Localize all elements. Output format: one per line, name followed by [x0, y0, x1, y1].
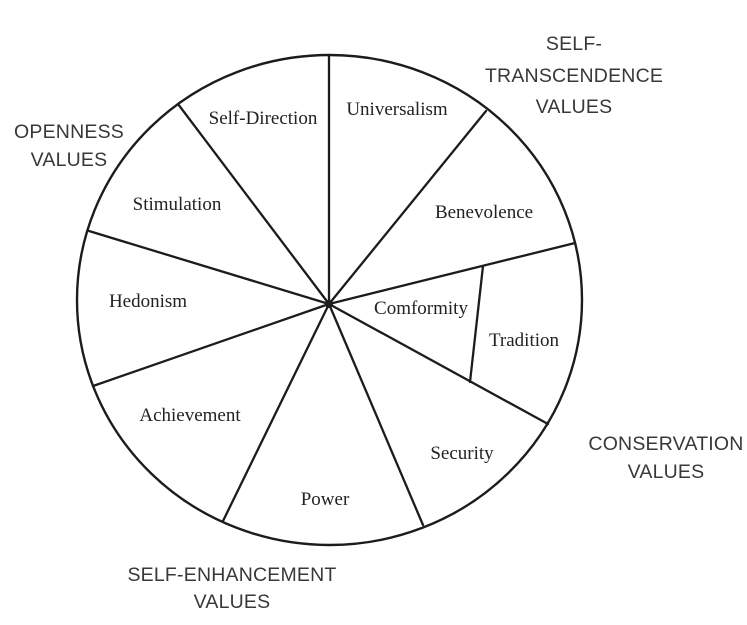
divider-achievement-hedonism — [91, 302, 331, 388]
group-label-self-transcendence-line1: SELF- — [546, 33, 602, 55]
divider-stimulation-selfdirection — [176, 102, 331, 306]
wedge-label-benevolence: Benevolence — [435, 202, 533, 223]
group-label-self-transcendence-line2: TRANSCENDENCE — [485, 65, 663, 87]
hub-dot — [325, 300, 333, 308]
divider-benevolence-comformity — [327, 241, 577, 306]
divider-comformity-security — [327, 302, 550, 426]
group-label-self-transcendence: SELF- TRANSCENDENCE VALUES — [485, 33, 663, 118]
divider-hedonism-stimulation — [87, 229, 331, 306]
wedge-label-power: Power — [301, 489, 350, 510]
group-label-self-enhancement-line2: VALUES — [194, 591, 271, 613]
group-label-conservation-line2: VALUES — [628, 461, 705, 483]
wedge-label-hedonism: Hedonism — [109, 291, 187, 312]
group-label-conservation-line1: CONSERVATION — [588, 433, 743, 455]
wedge-label-self-direction: Self-Direction — [209, 108, 318, 129]
wedge-label-security: Security — [430, 443, 494, 464]
wedge-label-universalism: Universalism — [346, 99, 448, 120]
group-label-openness: OPENNESS VALUES — [14, 121, 124, 171]
divider-security-power — [327, 302, 425, 527]
group-label-openness-line2: VALUES — [31, 149, 108, 171]
wedge-label-comformity: Comformity — [374, 298, 468, 319]
wedge-label-tradition: Tradition — [489, 330, 560, 351]
group-label-conservation: CONSERVATION VALUES — [588, 433, 743, 483]
divider-comformity-tradition — [468, 264, 485, 384]
wedge-label-achievement: Achievement — [139, 405, 241, 426]
wedge-label-stimulation: Stimulation — [133, 194, 222, 215]
group-label-self-transcendence-line3: VALUES — [536, 96, 613, 118]
divider-power-achievement — [221, 302, 331, 523]
group-label-self-enhancement: SELF-ENHANCEMENT VALUES — [127, 564, 336, 613]
divider-universalism-benevolence — [327, 109, 488, 306]
group-label-openness-line1: OPENNESS — [14, 121, 124, 143]
group-label-self-enhancement-line1: SELF-ENHANCEMENT — [127, 564, 336, 586]
